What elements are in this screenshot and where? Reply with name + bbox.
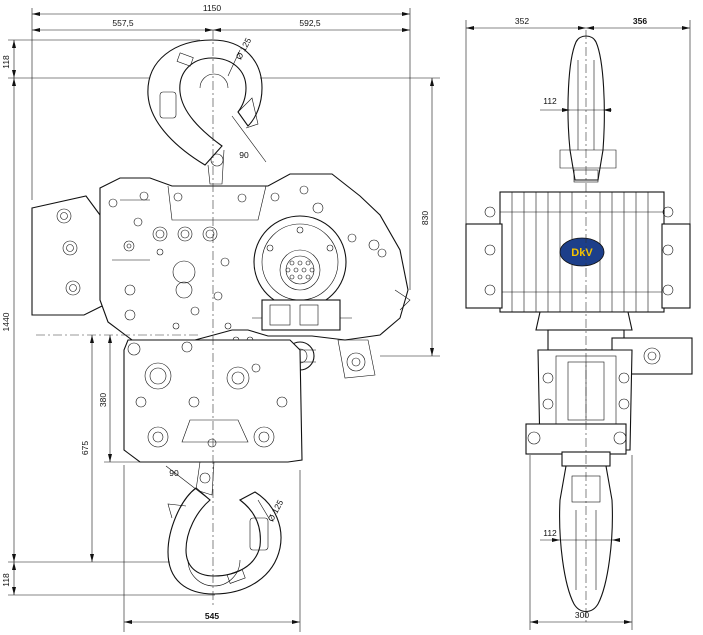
front-view — [8, 8, 440, 632]
dim-top-hook-throat: 90 — [239, 150, 249, 160]
side-lower — [525, 311, 693, 467]
dim-right-half: 592,5 — [299, 18, 321, 28]
dim-block-lower: 380 — [98, 393, 108, 407]
side-top-hook — [559, 35, 617, 183]
front-dimensions — [8, 8, 440, 632]
dim-bottom-offset: 118 — [1, 573, 11, 587]
dim-left-half: 557,5 — [112, 18, 134, 28]
main-body — [99, 173, 411, 344]
dim-side-right: 356 — [633, 16, 647, 26]
dim-upper-body: 830 — [420, 211, 430, 225]
chain-end — [337, 339, 376, 379]
side-body: DkV — [465, 191, 691, 313]
dkv-logo — [559, 237, 605, 267]
dim-overall-width: 1150 — [203, 3, 222, 13]
dim-overall-height: 1440 — [1, 312, 11, 331]
top-hook — [147, 39, 263, 185]
side-view: DkV — [465, 20, 693, 630]
dim-bottom-width: 545 — [205, 611, 219, 621]
dim-bottom-block: 675 — [80, 441, 90, 455]
side-bottom-hook — [559, 465, 613, 613]
dim-side-bottom: 300 — [575, 610, 589, 620]
logo-text: DkV — [571, 247, 593, 259]
bottom-hook — [167, 461, 282, 595]
dim-top-offset: 118 — [1, 55, 11, 69]
dim-side-top-hook: 112 — [543, 96, 557, 106]
side-dimensions — [465, 20, 691, 630]
dim-side-left: 352 — [515, 16, 529, 26]
left-side-plate — [31, 195, 105, 316]
dim-side-bottom-hook: 112 — [543, 528, 557, 538]
dim-bottom-hook-throat: 90 — [169, 468, 179, 478]
